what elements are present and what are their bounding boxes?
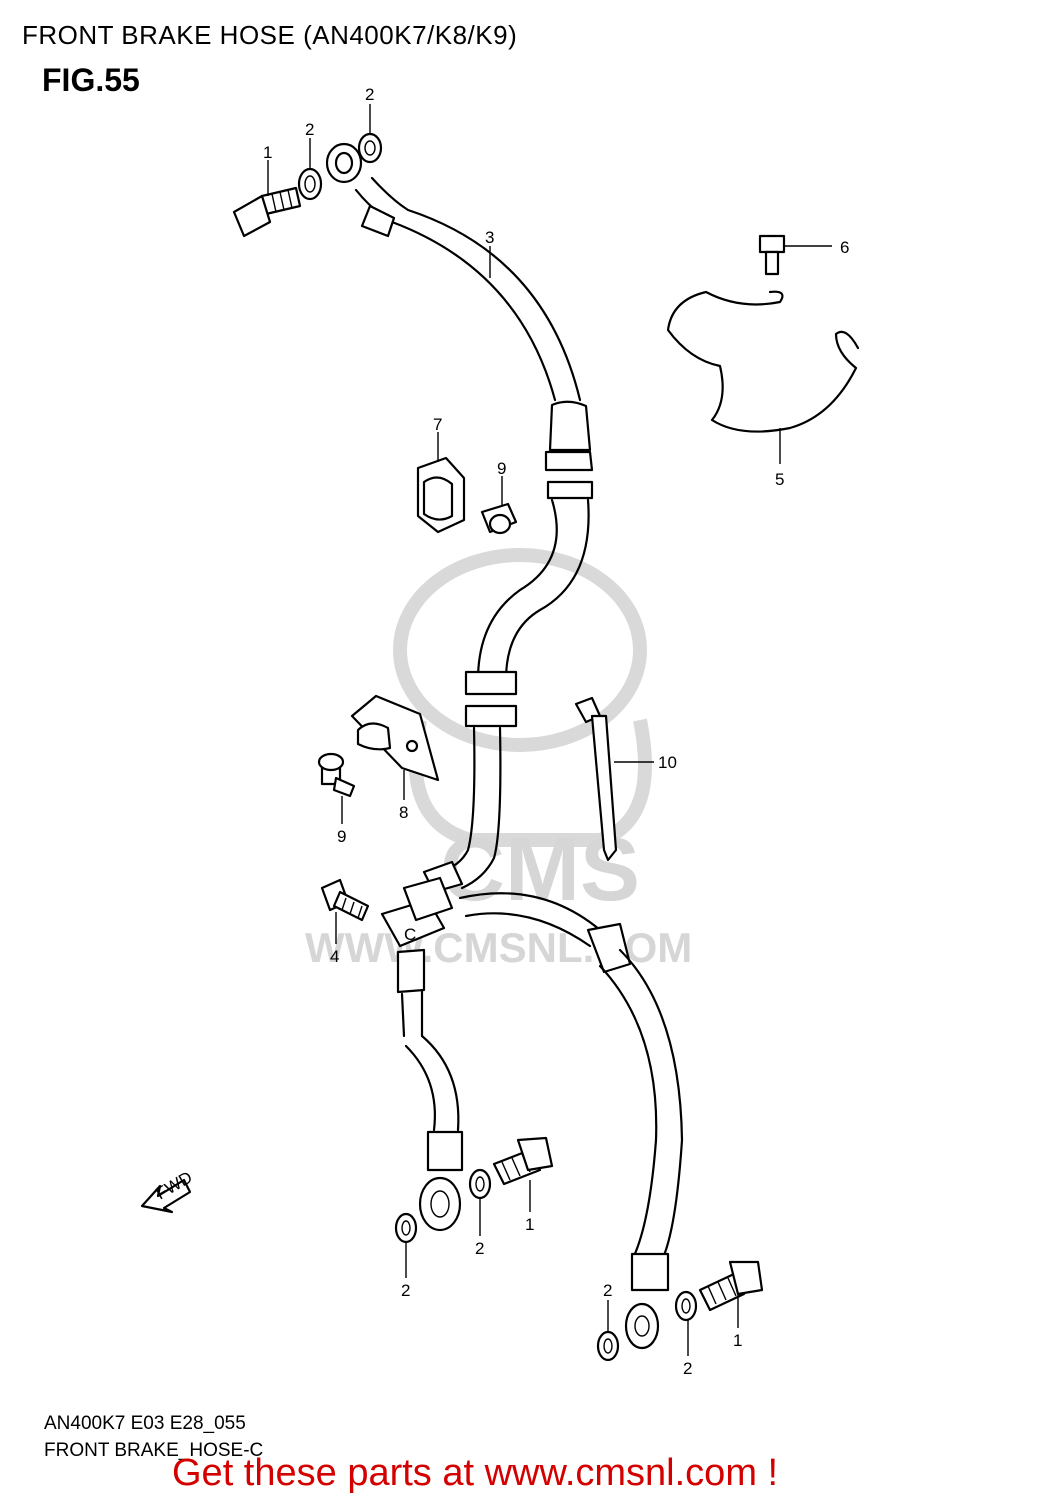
part-5-wire-clamp[interactable] (666, 290, 860, 433)
part-7-hose-clamp[interactable] (416, 456, 466, 534)
callout-2-top-b: 2 (365, 85, 374, 104)
part-2-washer-mid-b[interactable] (394, 1212, 418, 1244)
part-10-cable-tie[interactable] (574, 696, 618, 862)
cms-watermark-logo: CMS WWW.CMSNL.COM (305, 548, 692, 971)
callout-9-a: 9 (497, 459, 506, 478)
callout-leaders (267, 104, 832, 1356)
part-3-upper-brake-hose[interactable] (325, 142, 594, 894)
callout-2-top-a: 2 (305, 120, 314, 139)
part-2-washer-bottom-a[interactable] (674, 1290, 698, 1322)
callout-5: 5 (775, 470, 784, 489)
part-2-washer-mid-a[interactable] (468, 1168, 492, 1200)
callout-2-bottom-a: 2 (683, 1359, 692, 1378)
three-way-joint[interactable]: C (380, 876, 454, 948)
callout-6: 6 (840, 238, 849, 257)
part-9-bolt-b[interactable] (317, 752, 356, 798)
watermark-url-text: WWW.CMSNL.COM (305, 924, 692, 971)
callout-10: 10 (658, 753, 677, 772)
callout-numbers: 1 2 2 3 6 5 7 9 8 9 10 4 1 2 2 1 2 2 (263, 85, 849, 1378)
callout-1-top: 1 (263, 143, 272, 162)
page-title: FRONT BRAKE HOSE (AN400K7/K8/K9) (22, 20, 518, 50)
figure-label: FIG.55 (42, 62, 140, 98)
part-9-bolt-a[interactable] (480, 502, 518, 535)
part-6-bolt[interactable] (758, 234, 786, 276)
part-8-bracket[interactable] (350, 694, 440, 782)
callout-1-mid: 1 (525, 1215, 534, 1234)
part-2-washer-top-a[interactable] (297, 167, 323, 201)
callout-4: 4 (330, 947, 339, 966)
callout-3: 3 (485, 228, 494, 247)
fwd-arrow-icon: FWD (140, 1168, 196, 1214)
callout-7: 7 (433, 415, 442, 434)
part-4-bolt[interactable] (320, 878, 370, 922)
part-1-union-bolt-bottom[interactable] (698, 1260, 764, 1312)
svg-text:C: C (404, 925, 416, 944)
callout-2-mid-a: 2 (475, 1239, 484, 1258)
part-2-washer-top-b[interactable] (357, 132, 383, 164)
part-1-union-bolt-mid[interactable] (492, 1136, 554, 1186)
callout-2-bottom-b: 2 (603, 1281, 612, 1300)
callout-1-bottom: 1 (733, 1331, 742, 1350)
model-code: AN400K7 E03 E28_055 (44, 1413, 246, 1434)
part-2-washer-bottom-b[interactable] (596, 1330, 620, 1362)
part-1-union-bolt-top[interactable] (232, 186, 302, 238)
lower-right-brake-hose[interactable] (458, 892, 684, 1350)
lower-left-brake-hose[interactable] (396, 948, 464, 1232)
callout-9-b: 9 (337, 827, 346, 846)
diagram-name: FRONT BRAKE_HOSE-C (44, 1440, 264, 1461)
promo-link[interactable]: Get these parts at www.cmsnl.com ! (172, 1452, 779, 1494)
callout-2-mid-b: 2 (401, 1281, 410, 1300)
callout-8: 8 (399, 803, 408, 822)
